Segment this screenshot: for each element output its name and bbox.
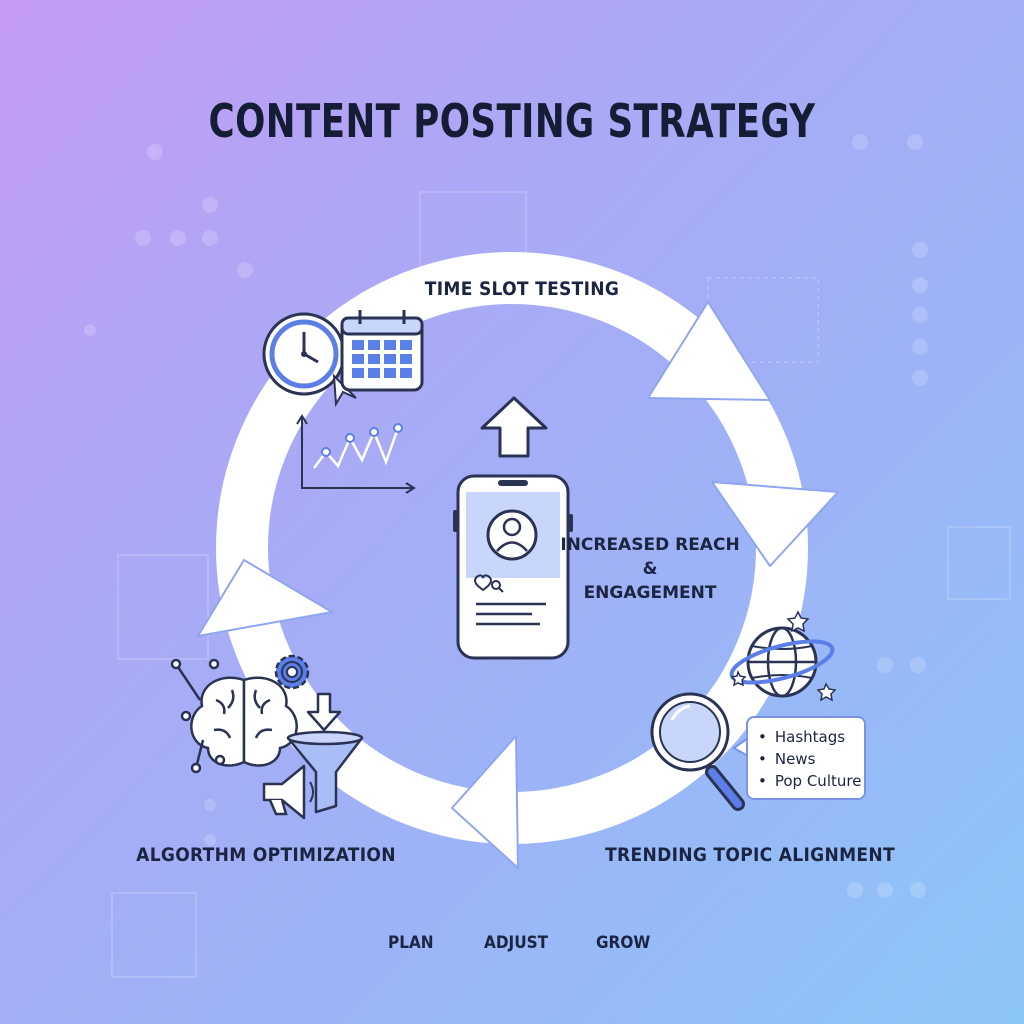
center-line-1: INCREASED REACH bbox=[560, 535, 740, 555]
page-title: CONTENT POSTING STRATEGY bbox=[208, 94, 816, 148]
trend-item-pop-culture: Pop Culture bbox=[758, 770, 862, 792]
stage-label-algorithm-optimization: ALGORTHM OPTIMIZATION bbox=[136, 844, 396, 866]
trend-item-hashtags: Hashtags bbox=[758, 726, 854, 748]
down-arrow-icon bbox=[306, 692, 342, 732]
funnel-icon bbox=[286, 730, 364, 814]
up-arrow-icon bbox=[480, 396, 548, 458]
clock-icon bbox=[262, 312, 357, 408]
center-line-2: & bbox=[642, 559, 658, 579]
magnifier-icon bbox=[650, 692, 745, 811]
stage-label-trending-topic-alignment: TRENDING TOPIC ALIGNMENT bbox=[605, 844, 895, 866]
footer-word-grow: GROW bbox=[596, 933, 651, 953]
trend-item-news: News bbox=[758, 748, 854, 770]
stage-label-time-slot-testing: TIME SLOT TESTING bbox=[424, 278, 620, 300]
arrow-left bbox=[197, 559, 333, 637]
globe-icon bbox=[729, 610, 837, 702]
arrow-top-right bbox=[647, 301, 771, 401]
brain-icon bbox=[170, 658, 298, 774]
arrow-bottom bbox=[451, 735, 519, 869]
trend-topics-bubble: Hashtags News Pop Culture bbox=[746, 716, 866, 800]
megaphone-icon bbox=[262, 764, 314, 820]
smartphone-icon bbox=[453, 474, 573, 660]
arrow-right bbox=[711, 481, 839, 567]
footer-word-plan: PLAN bbox=[388, 933, 434, 953]
footer-word-adjust: ADJUST bbox=[484, 933, 549, 953]
line-chart-icon bbox=[296, 414, 416, 494]
center-outcome-label: INCREASED REACH & ENGAGEMENT bbox=[560, 533, 740, 605]
gear-icon bbox=[274, 654, 310, 690]
calendar-icon bbox=[340, 310, 424, 392]
center-line-3: ENGAGEMENT bbox=[583, 583, 717, 603]
